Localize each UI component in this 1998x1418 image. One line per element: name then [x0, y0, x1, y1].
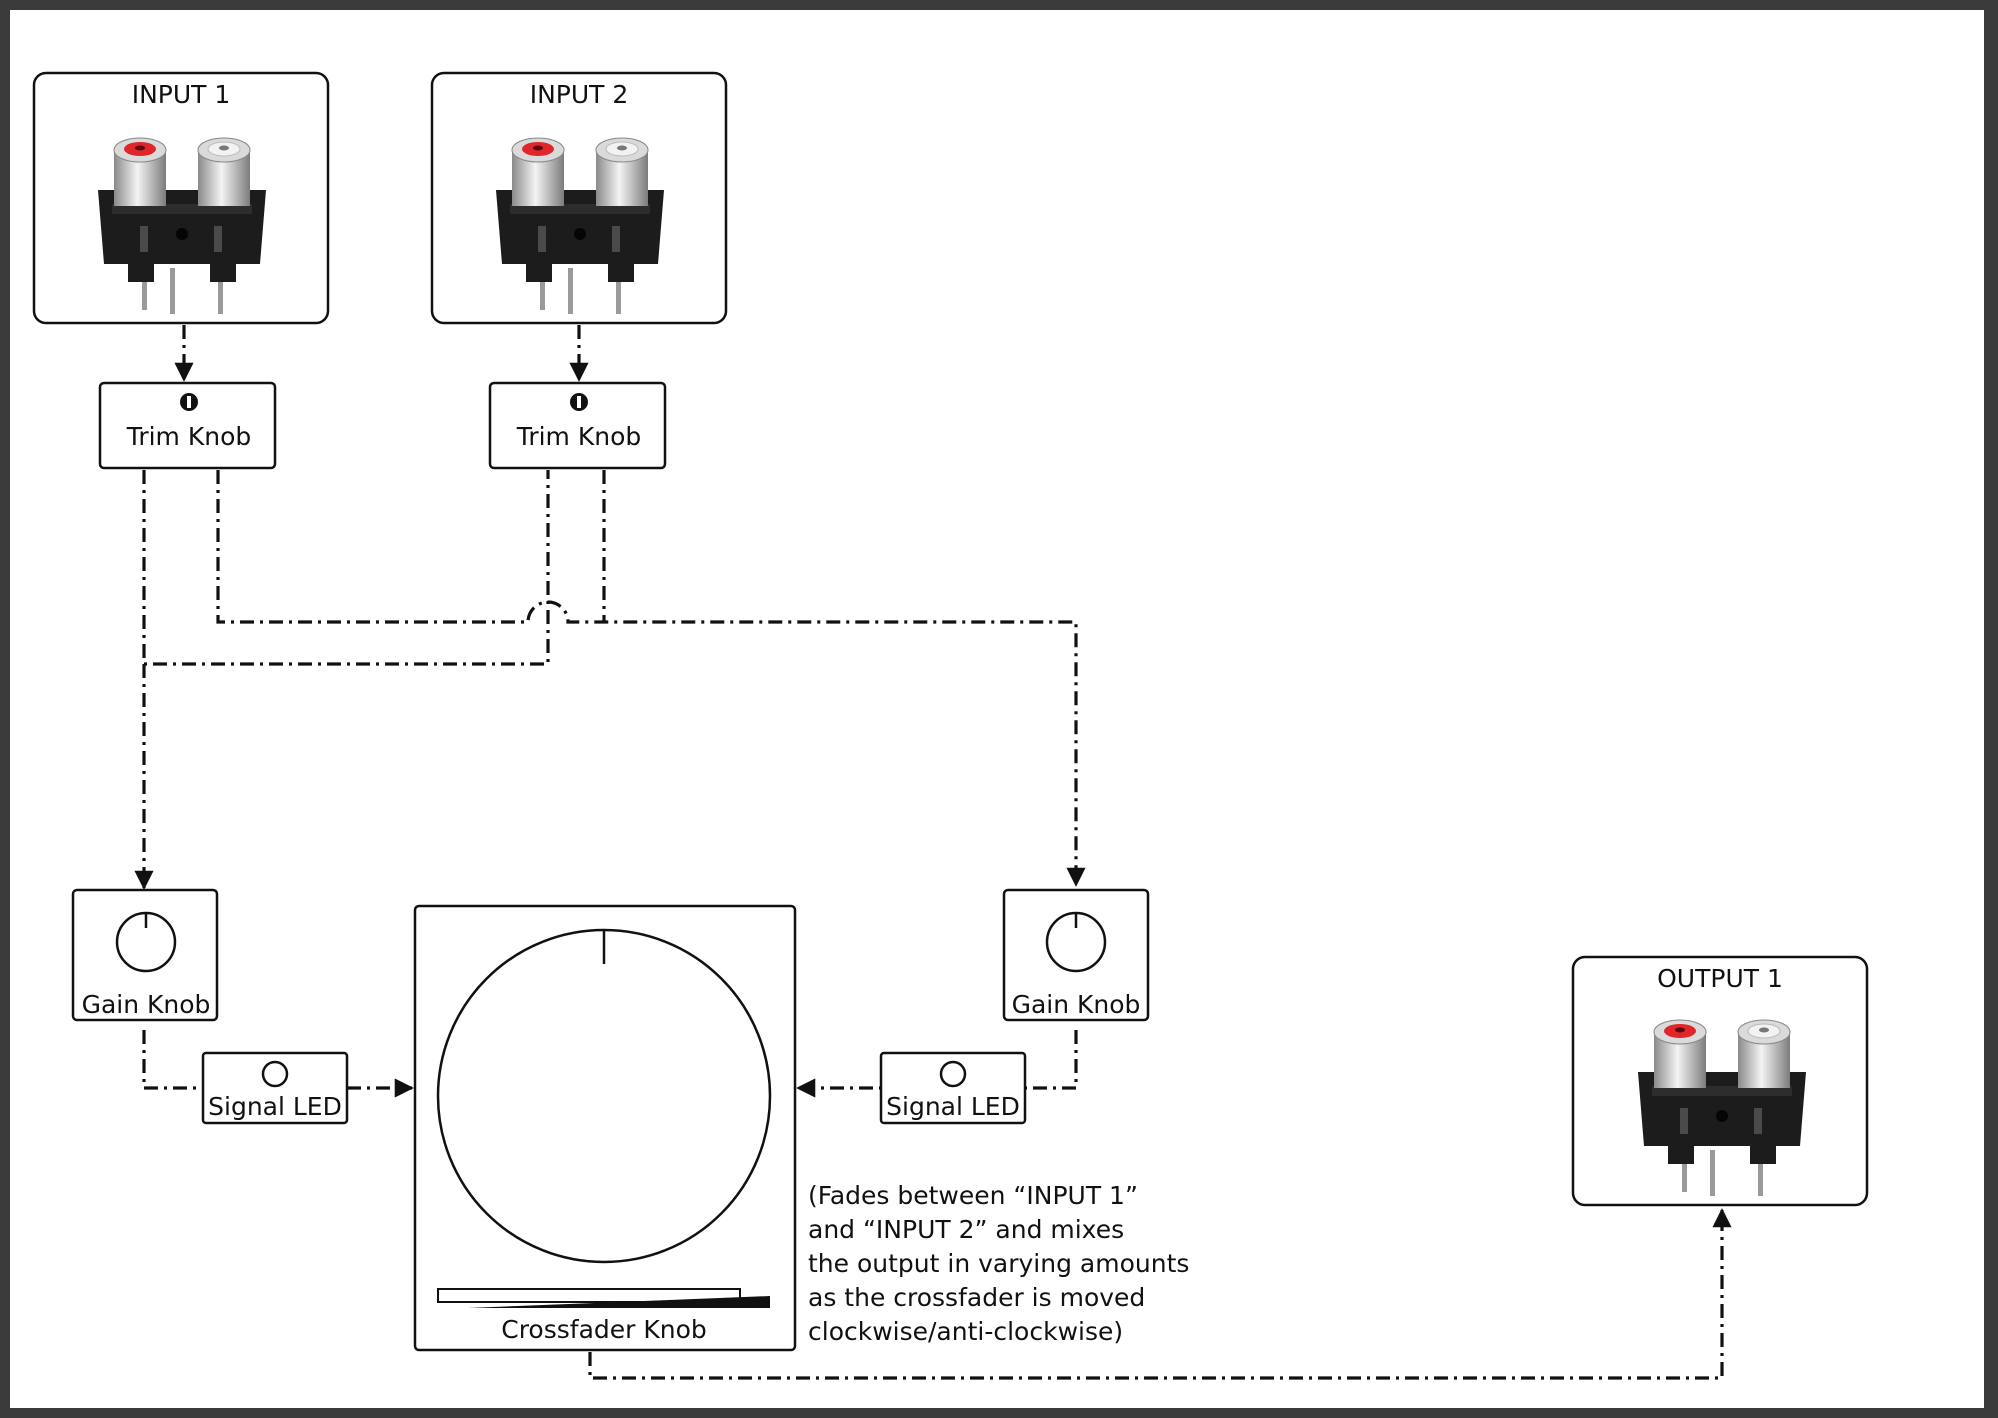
info-icon: [180, 393, 198, 411]
output-1-box: OUTPUT 1: [1571, 955, 1869, 1207]
knob-icon: [436, 928, 772, 1264]
note-line: clockwise/anti-clockwise): [808, 1317, 1123, 1346]
led-icon: [939, 1060, 967, 1088]
trim-knob-1-label: Trim Knob: [126, 422, 252, 451]
wire-crossfader-output: [588, 1208, 1732, 1380]
wire-trim2-gain2: [216, 470, 1086, 887]
note-line: the output in varying amounts: [808, 1249, 1189, 1278]
crossfader-note: (Fades between “INPUT 1” and “INPUT 2” a…: [808, 1181, 1189, 1346]
output-1-label: OUTPUT 1: [1657, 964, 1783, 993]
note-line: and “INPUT 2” and mixes: [808, 1215, 1124, 1244]
signal-led-1: Signal LED: [201, 1051, 349, 1125]
note-line: as the crossfader is moved: [808, 1283, 1145, 1312]
signal-led-2-label: Signal LED: [886, 1092, 1020, 1121]
note-line: (Fades between “INPUT 1”: [808, 1181, 1138, 1210]
knob-icon: [1045, 911, 1107, 973]
crossfader-knob[interactable]: Crossfader Knob: [413, 904, 797, 1352]
knob-icon: [115, 911, 177, 973]
gain-knob-1-label: Gain Knob: [82, 990, 211, 1019]
input-1-box: INPUT 1: [32, 71, 330, 325]
gain-knob-1[interactable]: Gain Knob: [71, 888, 219, 1022]
input-1-label: INPUT 1: [132, 80, 231, 109]
gain-knob-2-label: Gain Knob: [1012, 990, 1141, 1019]
crossfader-label: Crossfader Knob: [501, 1315, 707, 1344]
wire-trim1-gain1: [142, 470, 550, 666]
trim-knob-2[interactable]: Trim Knob: [488, 381, 667, 470]
crossfader-taper-icon: [437, 1288, 770, 1308]
gain-knob-2[interactable]: Gain Knob: [1002, 888, 1150, 1022]
trim-knob-2-label: Trim Knob: [516, 422, 642, 451]
signal-led-2: Signal LED: [879, 1051, 1027, 1125]
input-2-label: INPUT 2: [530, 80, 629, 109]
trim-knob-1[interactable]: Trim Knob: [98, 381, 277, 470]
signal-led-1-label: Signal LED: [208, 1092, 342, 1121]
led-icon: [261, 1060, 289, 1088]
input-2-box: INPUT 2: [430, 71, 728, 325]
info-icon: [570, 393, 588, 411]
